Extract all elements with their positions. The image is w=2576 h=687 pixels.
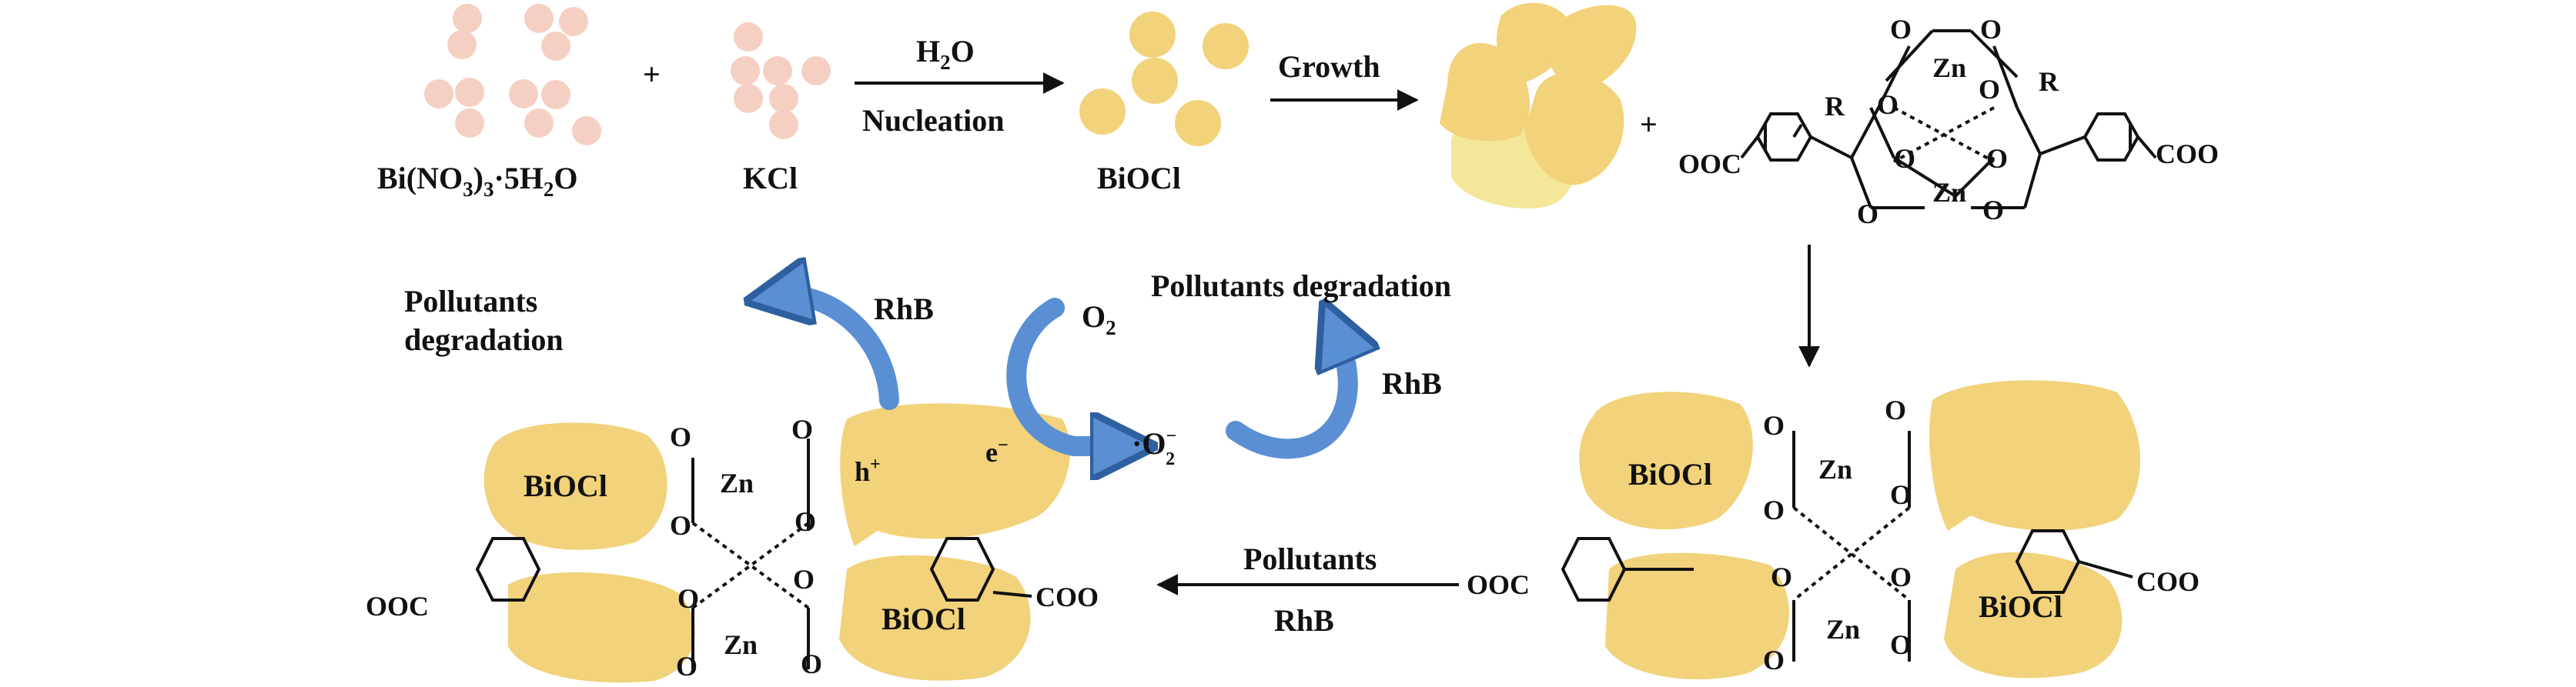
left-degradation-line1: Pollutants	[404, 284, 537, 318]
svg-text:O: O	[677, 583, 699, 614]
left-coo: COO	[1035, 582, 1099, 612]
superoxide-degradation-arrow	[1226, 331, 1348, 459]
svg-text:O: O	[1885, 395, 1906, 425]
left-degradation-line2: degradation	[404, 322, 564, 357]
mof-zn-bottom: Zn	[1932, 177, 1966, 208]
right-coo: COO	[2136, 566, 2200, 597]
kcl-particles	[731, 22, 831, 139]
svg-text:O: O	[1986, 143, 2008, 174]
product-biocl: BiOCl	[1097, 161, 1181, 195]
svg-text:O: O	[791, 414, 813, 445]
reactant-bi-nitrate: Bi(NO3)3·5H2O	[377, 161, 578, 201]
mof-zn-top: Zn	[1932, 52, 1966, 83]
right-zn-top: Zn	[1818, 454, 1852, 485]
svg-text:O: O	[801, 649, 822, 679]
right-zn-bottom: Zn	[1826, 614, 1860, 645]
oxygen-reduction-arrow	[1006, 298, 1124, 446]
right-biocl-top: BiOCl	[1628, 457, 1712, 492]
grown-biocl-plates	[1440, 2, 1637, 208]
plus-sign-1: +	[643, 57, 661, 92]
mof-r-left: R	[1825, 91, 1845, 122]
right-oxygen-atoms: O O O O O O O O	[1763, 395, 1912, 675]
left-biocl-top: BiOCl	[524, 469, 607, 503]
svg-text:O: O	[1980, 14, 2002, 45]
svg-text:O: O	[1857, 198, 1878, 229]
mof-oxygen-atoms: O O O O O O O O	[1857, 14, 2008, 229]
plus-sign-2: +	[1640, 107, 1658, 142]
left-zn-bottom: Zn	[724, 629, 758, 660]
superoxide-label: ·O−2	[1132, 426, 1176, 469]
left-oxygen-atoms: O O O O O O O O	[670, 414, 822, 682]
svg-text:O: O	[1763, 495, 1785, 525]
right-degradation-label: Pollutants degradation	[1151, 268, 1451, 303]
right-composite	[1561, 380, 2140, 679]
svg-text:O: O	[1771, 562, 1792, 592]
zn-mof-structure	[1740, 29, 2157, 209]
oxygen-label: O2	[1082, 299, 1116, 339]
svg-text:O: O	[1894, 143, 1915, 174]
svg-text:O: O	[676, 651, 698, 682]
middle-arrow-pollutants: Pollutants	[1243, 542, 1377, 576]
mof-ooc: OOC	[1678, 148, 1741, 179]
mof-coo: COO	[2156, 138, 2219, 169]
svg-text:O: O	[1877, 89, 1899, 120]
bi-nitrate-particles	[424, 4, 601, 145]
svg-text:O: O	[1890, 479, 1912, 510]
svg-text:O: O	[1763, 645, 1785, 675]
right-rhb-label: RhB	[1382, 366, 1442, 401]
mof-r-right: R	[2039, 66, 2059, 97]
svg-text:O: O	[1890, 629, 1912, 660]
svg-text:O: O	[793, 564, 815, 595]
svg-text:O: O	[1890, 14, 1912, 45]
svg-text:O: O	[795, 506, 816, 537]
left-zn-top: Zn	[720, 468, 754, 499]
svg-text:O: O	[1979, 74, 2000, 105]
arrow-label-growth: Growth	[1278, 49, 1380, 84]
svg-text:O: O	[1982, 195, 2004, 225]
right-ooc: OOC	[1467, 569, 1530, 600]
left-rhb-label: RhB	[874, 292, 934, 326]
svg-text:O: O	[1890, 562, 1912, 592]
left-composite	[475, 403, 1070, 683]
middle-arrow-rhb: RhB	[1274, 603, 1334, 638]
arrow-label-nucleation: Nucleation	[862, 103, 1004, 138]
rhb-oxidation-arrow	[778, 295, 899, 410]
reactant-kcl: KCl	[743, 161, 798, 195]
svg-text:O: O	[670, 422, 691, 452]
right-biocl-bottom: BiOCl	[1979, 589, 2062, 624]
left-biocl-bottom: BiOCl	[882, 602, 965, 636]
arrow-label-water: H2O	[916, 34, 975, 74]
left-ooc: OOC	[366, 591, 429, 622]
svg-text:O: O	[1763, 410, 1785, 441]
svg-text:O: O	[670, 510, 691, 541]
biocl-nuclei	[1079, 12, 1249, 146]
